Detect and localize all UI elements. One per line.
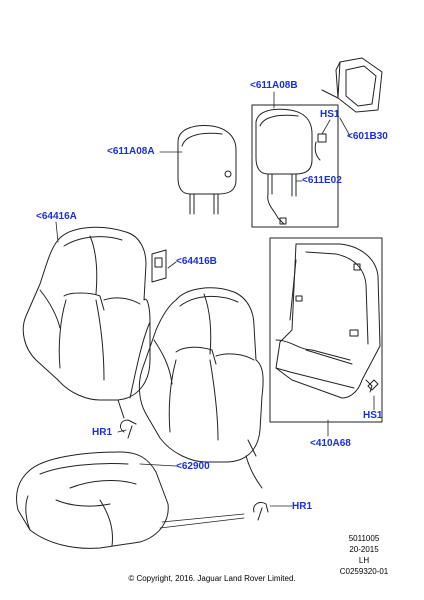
callout-hr1-left[interactable]: HR1 [92, 427, 113, 438]
callout-601b30[interactable]: <601B30 [347, 131, 388, 142]
callout-62900[interactable]: <62900 [176, 461, 210, 472]
callout-64416b[interactable]: <64416B [176, 256, 217, 267]
bracket-601b30 [321, 57, 383, 113]
reference-number: 5011005 [348, 534, 380, 543]
callout-64416a[interactable]: <64416A [36, 211, 77, 222]
seat-back-a [22, 226, 151, 419]
reference-date: 20-2015 [349, 545, 379, 554]
headrest-a [177, 125, 237, 215]
callout-hs1-top[interactable]: HS1 [320, 109, 340, 120]
leader-lines [55, 91, 375, 529]
callout-hs1-right[interactable]: HS1 [363, 410, 383, 421]
backboard-box [269, 237, 383, 423]
clip-hs1-right [367, 379, 379, 391]
copyright-notice: © Copyright, 2016. Jaguar Land Rover Lim… [128, 574, 296, 583]
callout-611a08a[interactable]: <611A08A [107, 146, 155, 157]
headrest-b [255, 108, 327, 225]
seat-cushion [16, 451, 169, 549]
clip-hr1-left [120, 419, 137, 439]
headrest-b-box [251, 104, 339, 228]
callout-410a68[interactable]: <410A68 [310, 438, 351, 449]
reference-block: 5011005 20-2015 LH C0259320-01 [332, 533, 396, 577]
reference-side: LH [358, 556, 370, 565]
callout-hr1-bottom[interactable]: HR1 [292, 501, 313, 512]
callout-611e02[interactable]: <611E02 [302, 175, 342, 186]
control-panel [151, 249, 167, 283]
reference-code: C0259320-01 [339, 567, 389, 576]
callout-611a08b[interactable]: <611A08B [250, 80, 298, 91]
seat-back-b [138, 287, 264, 489]
backboard-panel [275, 243, 381, 399]
clip-hr1-bottom [253, 501, 269, 521]
